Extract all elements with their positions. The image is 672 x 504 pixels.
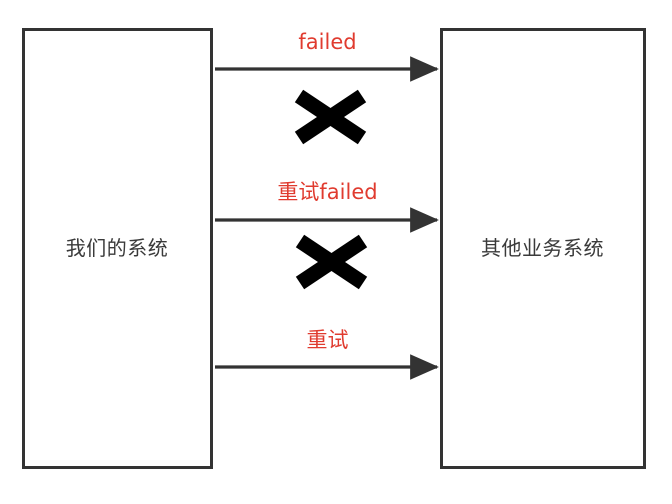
edge-label-failed: failed [298, 30, 357, 54]
node-label-right: 其他业务系统 [481, 236, 604, 260]
node-label-left: 我们的系统 [65, 236, 169, 260]
node-box-right[interactable] [440, 28, 646, 469]
cross-mark-icon [295, 234, 368, 290]
node-box-left[interactable] [22, 28, 213, 469]
cross-mark-icon [294, 89, 367, 145]
edge-label-retry: 重试 [306, 328, 349, 352]
edge-label-retry-failed: 重试failed [277, 180, 378, 204]
